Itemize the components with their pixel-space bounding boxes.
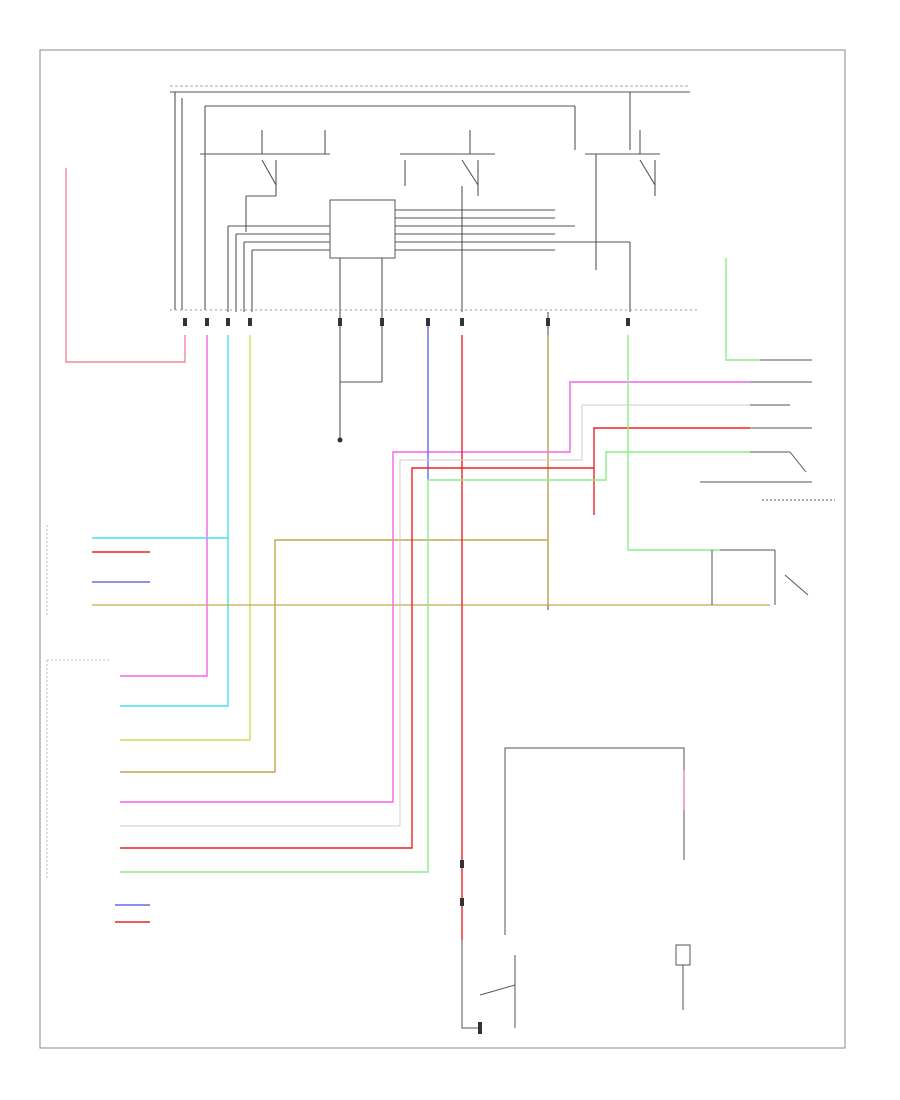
wire-magenta [120, 335, 208, 677]
top-control-section [170, 85, 700, 610]
right-side-wiring [461, 359, 835, 1029]
wire-cyan [120, 335, 229, 707]
wire-magenta [120, 381, 750, 803]
pin-marks [183, 318, 630, 1034]
colored-wires [65, 168, 770, 940]
diagram-frame [39, 49, 846, 1049]
ground-symbol [337, 437, 343, 443]
connector-frames [46, 525, 110, 880]
wire-light-grey [120, 404, 750, 827]
wire-pink [65, 168, 186, 363]
wire-tan [120, 539, 548, 773]
wire-yellow-green [120, 335, 251, 741]
wire-red [120, 427, 750, 849]
wire-light-green [725, 258, 760, 361]
wire-light-green [120, 451, 750, 873]
wire-light-green [627, 335, 720, 551]
